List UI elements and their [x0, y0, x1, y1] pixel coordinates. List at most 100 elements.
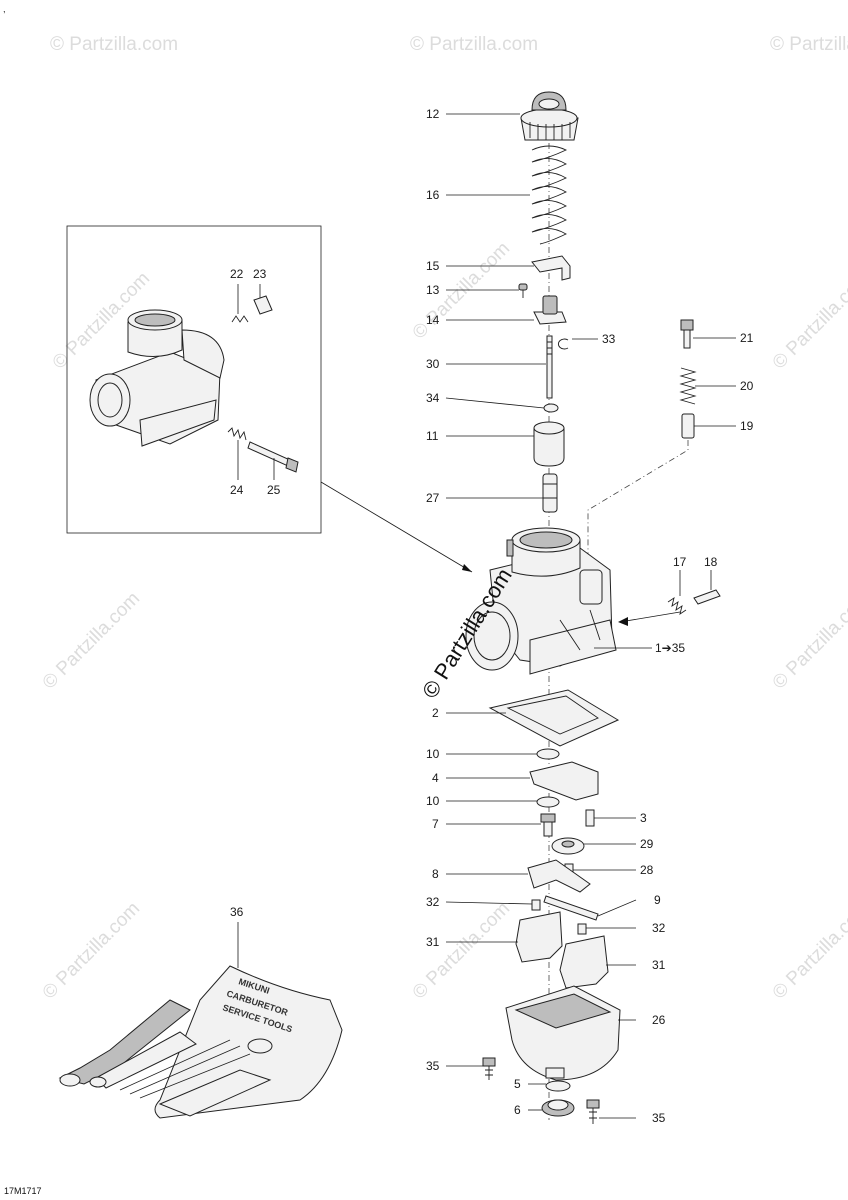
part-20-spring	[679, 367, 697, 405]
watermark: © Partzilla.com	[409, 898, 514, 1003]
callout-15: 15	[426, 259, 440, 273]
callout-12: 12	[426, 107, 440, 121]
callout-33: 33	[602, 332, 616, 346]
watermark: © Partzilla.com	[769, 268, 848, 373]
callout-1: 1➔35	[655, 641, 685, 655]
callout-23: 23	[253, 267, 267, 281]
callout-22: 22	[230, 267, 244, 281]
callout-8: 8	[432, 867, 439, 881]
callout-24: 24	[230, 483, 244, 497]
callout-19: 19	[740, 419, 754, 433]
part-13-screw	[518, 283, 528, 298]
callout-21: 21	[740, 331, 754, 345]
callout-27: 27	[426, 491, 440, 505]
watermark: © Partzilla.com	[769, 588, 848, 693]
watermark: © Partzilla.com	[409, 238, 514, 343]
part-34-washer	[543, 403, 559, 413]
inset-carb-body	[89, 309, 225, 447]
part-32-plug	[577, 923, 587, 935]
callout-labels: 12 16 15 13 14 30 33 34 11 27 21 20 19 1…	[230, 107, 754, 1125]
callout-6: 6	[514, 1103, 521, 1117]
part-19-jet	[681, 413, 695, 439]
callout-30: 30	[426, 357, 440, 371]
part-32-plug	[531, 899, 541, 911]
callout-32-left: 32	[426, 895, 440, 909]
part-6-plug	[541, 1099, 575, 1117]
leader-lines	[237, 113, 736, 1119]
part-2-gasket	[488, 689, 620, 747]
detail-inset-frame	[66, 225, 322, 534]
watermark: © Partzilla.com	[769, 898, 848, 1003]
callout-7: 7	[432, 817, 439, 831]
callout-16: 16	[426, 188, 440, 202]
callout-10-upper: 10	[426, 747, 440, 761]
part-9-pin	[543, 895, 599, 921]
part-3-jet	[585, 809, 595, 827]
part-31-float	[559, 935, 609, 989]
part-17-spring	[667, 596, 687, 616]
part-31-float	[515, 911, 563, 963]
part-25-screw	[247, 441, 299, 473]
diagram-code: 17M1717	[4, 1186, 42, 1196]
part-35-screw	[586, 1099, 600, 1124]
part-35-screw	[482, 1057, 496, 1080]
part-26-float-bowl	[505, 985, 621, 1081]
part-29-valve-seat	[551, 837, 585, 855]
arrow-head	[618, 617, 628, 626]
callout-14: 14	[426, 313, 440, 327]
part-30-needle	[546, 335, 553, 399]
callout-18: 18	[704, 555, 718, 569]
arrow-head	[462, 564, 472, 572]
part-14-holder	[533, 295, 567, 325]
corner-mark: ,	[3, 4, 6, 14]
callout-10-lower: 10	[426, 794, 440, 808]
callout-11: 11	[426, 429, 439, 443]
callout-28: 28	[640, 863, 654, 877]
callout-13: 13	[426, 283, 440, 297]
part-4-plate	[529, 761, 599, 801]
part-7-jet-holder	[540, 813, 556, 837]
part-10-oring-upper	[536, 748, 560, 760]
callout-35-right: 35	[652, 1111, 666, 1125]
callout-5: 5	[514, 1077, 521, 1091]
callout-3: 3	[640, 811, 647, 825]
callout-2: 2	[432, 706, 439, 720]
watermark: © Partzilla.com	[770, 34, 848, 55]
callout-31-right: 31	[652, 958, 666, 972]
inset-arrow	[320, 481, 473, 573]
part-5-gasket	[545, 1080, 571, 1092]
watermark: © Partzilla.com	[39, 898, 144, 1003]
part-1-carb-body	[465, 527, 617, 675]
part-27-jet	[542, 473, 558, 513]
part-8-float-arm	[527, 859, 591, 893]
callout-26: 26	[652, 1013, 666, 1027]
watermark: © Partzilla.com	[50, 34, 178, 55]
part-36-tool-kit: MIKUNI CARBURETOR SERVICE TOOLS	[58, 965, 343, 1119]
part-10-oring-lower	[536, 796, 560, 808]
part-11-slide	[533, 421, 565, 467]
part-16-spring	[531, 145, 568, 245]
idle-screw-arrow	[619, 611, 681, 623]
part-18-screw	[693, 589, 721, 605]
callout-25: 25	[267, 483, 281, 497]
part-21-screw	[680, 319, 694, 349]
part-33-clip	[557, 338, 569, 350]
callout-29: 29	[640, 837, 654, 851]
part-24-spring	[227, 427, 247, 441]
callout-31-left: 31	[426, 935, 440, 949]
part-15-clip	[531, 255, 571, 281]
callout-9: 9	[654, 893, 661, 907]
callout-32-right: 32	[652, 921, 666, 935]
part-22-screw	[231, 315, 249, 323]
watermark: © Partzilla.com	[410, 34, 538, 55]
callout-35-left: 35	[426, 1059, 440, 1073]
callout-34: 34	[426, 391, 440, 405]
callout-20: 20	[740, 379, 754, 393]
watermark: © Partzilla.com	[39, 588, 144, 693]
callout-36: 36	[230, 905, 244, 919]
background-watermarks: © Partzilla.com © Partzilla.com © Partzi…	[39, 34, 848, 1004]
callout-17: 17	[673, 555, 687, 569]
callout-4: 4	[432, 771, 439, 785]
part-23-cap	[253, 295, 273, 315]
